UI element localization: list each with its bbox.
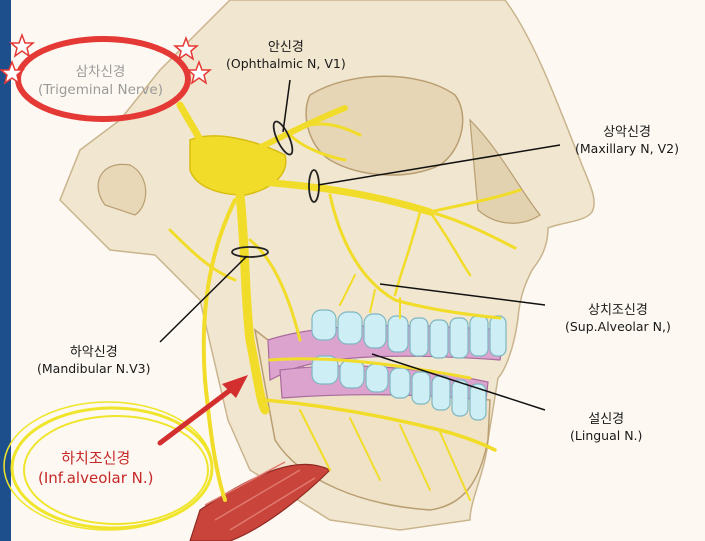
nerve-rings [231, 120, 320, 258]
label-inf-alveolar-en: (Inf.alveolar N.) [38, 469, 154, 487]
label-trigeminal-ko: 삼차신경 [75, 64, 126, 80]
label-lingual-en: (Lingual N.) [570, 428, 643, 443]
label-ophthalmic: 안신경 (Ophthalmic N, V1) [226, 40, 346, 72]
leader-lines [159, 79, 561, 411]
label-sup-alveolar-en: (Sup.Alveolar N,) [565, 319, 671, 334]
label-lingual: 설신경 (Lingual N.) [570, 412, 642, 444]
label-inf-alveolar-ko: 하치조신경 [61, 449, 131, 467]
label-lingual-ko: 설신경 [588, 412, 625, 427]
label-ophthalmic-en: (Ophthalmic N, V1) [226, 56, 346, 71]
label-mandibular-en: (Mandibular N.V3) [37, 361, 151, 376]
ear-region [97, 163, 147, 216]
label-maxillary-ko: 상악신경 [603, 125, 651, 140]
label-inf-alveolar: 하치조신경 (Inf.alveolar N.) [38, 448, 154, 488]
side-bar [0, 0, 11, 541]
label-trigeminal: 삼차신경 (Trigeminal Nerve) [38, 63, 163, 99]
label-maxillary: 상악신경 (Maxillary N, V2) [575, 125, 679, 157]
upper-teeth [311, 309, 507, 359]
label-mandibular-ko: 하악신경 [69, 345, 118, 360]
label-sup-alveolar-ko: 상치조신경 [588, 303, 648, 318]
star-icon [0, 32, 213, 85]
nerve-branches [168, 101, 522, 502]
label-sup-alveolar: 상치조신경 (Sup.Alveolar N,) [565, 303, 671, 335]
label-maxillary-en: (Maxillary N, V2) [575, 141, 679, 156]
label-trigeminal-en: (Trigeminal Nerve) [38, 82, 163, 98]
label-mandibular: 하악신경 (Mandibular N.V3) [37, 345, 150, 377]
lower-teeth [311, 355, 487, 421]
arrow-icon [157, 375, 248, 446]
highlight-ellipse [3, 401, 214, 531]
nasal-cavity [469, 118, 541, 224]
label-ophthalmic-ko: 안신경 [267, 40, 304, 55]
